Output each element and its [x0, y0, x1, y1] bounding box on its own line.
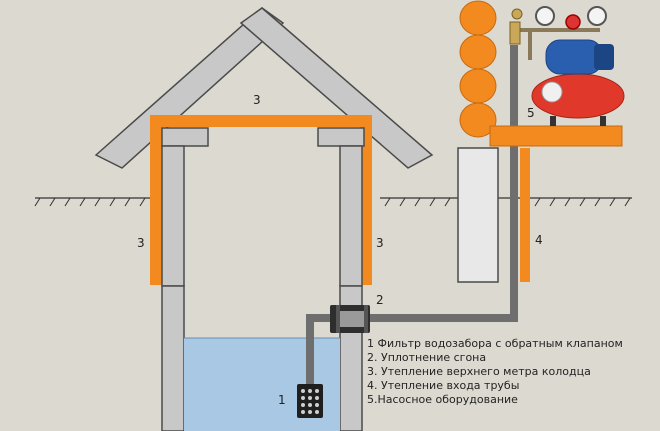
label-roof-insulation: 3 — [253, 93, 261, 107]
legend-item: 3. Утепление верхнего метра колодца — [367, 365, 591, 378]
filter-check-valve — [297, 384, 323, 418]
house-floor — [489, 125, 623, 147]
well-top-insulation — [150, 115, 372, 285]
pipe-seal-fitting — [330, 305, 370, 333]
legend-item: 1 Фильтр водозабора с обратным клапаном — [367, 337, 623, 350]
pump-station — [509, 6, 625, 126]
ground-line — [34, 197, 632, 207]
label-left-insulation: 3 — [137, 236, 145, 250]
legend-item: 5.Насосное оборудование — [367, 393, 518, 406]
label-pipe-insulation: 4 — [535, 233, 543, 247]
legend: 1 Фильтр водозабора с обратным клапаном … — [367, 337, 623, 406]
label-seal: 2 — [376, 293, 384, 307]
label-pump: 5 — [527, 106, 535, 120]
house-wall — [457, 0, 499, 283]
label-right-insulation: 3 — [376, 236, 384, 250]
label-filter: 1 — [278, 393, 286, 407]
legend-item: 4. Утепление входа трубы — [367, 379, 519, 392]
pipe-insulation — [520, 148, 530, 282]
well-walls — [161, 127, 365, 431]
legend-item: 2. Уплотнение сгона — [367, 351, 486, 364]
roof — [94, 7, 434, 169]
